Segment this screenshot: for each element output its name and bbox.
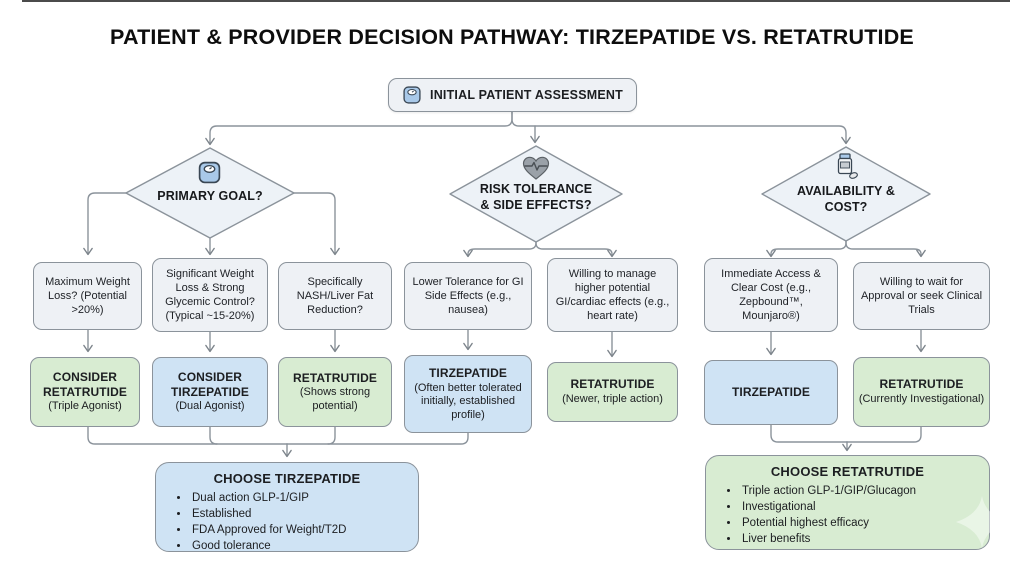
decision-diamond-risk-tolerance <box>449 145 623 243</box>
decision-diamond-availability-cost <box>761 146 931 242</box>
decision-diamond-primary-goal <box>125 147 295 239</box>
bullet-item: Good tolerance <box>190 538 408 554</box>
final-bullets: Triple action GLP-1/GIP/Glucagon Investi… <box>716 483 979 547</box>
outcome-tirzepatide-tolerance: TIRZEPATIDE (Often better tolerated init… <box>404 355 532 433</box>
outcome-note: (Triple Agonist) <box>48 400 122 413</box>
outcome-tirzepatide-access: TIRZEPATIDE <box>704 360 838 425</box>
bullet-item: Investigational <box>740 499 979 515</box>
final-title: CHOOSE RETATRUTIDE <box>770 464 925 479</box>
frame-top-edge <box>22 0 1010 2</box>
outcome-note: (Shows strong potential) <box>299 386 371 412</box>
outcome-title: RETATRUTIDE <box>570 377 655 392</box>
pill-bottle-icon <box>837 153 858 179</box>
condition-low-gi-tolerance: Lower Tolerance for GI Side Effects (e.g… <box>404 262 532 330</box>
condition-manage-effects: Willing to manage higher potential GI/ca… <box>547 258 678 332</box>
outcome-note: (Currently Investigational) <box>858 393 985 406</box>
condition-wait-trials: Willing to wait for Approval or seek Cli… <box>853 262 990 330</box>
outcome-title: CONSIDER TIRZEPATIDE <box>171 370 249 399</box>
outcome-title: TIRZEPATIDE <box>732 384 810 399</box>
outcome-consider-retatrutide: CONSIDER RETATRUTIDE (Triple Agonist) <box>30 357 140 427</box>
bullet-item: Established <box>190 506 408 522</box>
initial-assessment-node: INITIAL PATIENT ASSESSMENT <box>388 78 637 112</box>
initial-assessment-label: INITIAL PATIENT ASSESSMENT <box>430 88 623 102</box>
heart-pulse-icon <box>522 156 550 180</box>
outcome-title: TIRZEPATIDE <box>429 366 507 381</box>
outcome-note: (Newer, triple action) <box>562 393 663 406</box>
outcome-note: (Dual Agonist) <box>175 400 245 413</box>
outcome-retatrutide-newer: RETATRUTIDE (Newer, triple action) <box>547 362 678 422</box>
condition-nash-liver: Specifically NASH/Liver Fat Reduction? <box>278 262 392 330</box>
bullet-item: Potential highest efficacy <box>740 515 979 531</box>
condition-weight-glycemic: Significant Weight Loss & Strong Glycemi… <box>152 258 268 332</box>
weight-scale-icon <box>198 161 221 184</box>
outcome-note: (Often better tolerated initially, estab… <box>414 381 522 421</box>
outcome-retatrutide-nash: RETATRUTIDE (Shows strong potential) <box>278 357 392 427</box>
sparkle-watermark <box>956 496 1008 548</box>
diamond-label-risk-tolerance: RISK TOLERANCE & SIDE EFFECTS? <box>479 182 593 212</box>
bullet-item: Liver benefits <box>740 531 979 547</box>
outcome-consider-tirzepatide: CONSIDER TIRZEPATIDE (Dual Agonist) <box>152 357 268 427</box>
final-choose-retatrutide: CHOOSE RETATRUTIDE Triple action GLP-1/G… <box>705 455 990 550</box>
page-title: PATIENT & PROVIDER DECISION PATHWAY: TIR… <box>110 25 914 49</box>
diamond-label-availability-cost: AVAILABILITY & COST? <box>797 184 895 214</box>
outcome-retatrutide-investigational: RETATRUTIDE (Currently Investigational) <box>853 357 990 427</box>
bullet-item: Triple action GLP-1/GIP/Glucagon <box>740 483 979 499</box>
bullet-item: Dual action GLP-1/GIP <box>190 490 408 506</box>
diamond-label-primary-goal: PRIMARY GOAL? <box>157 189 263 203</box>
outcome-title: RETATRUTIDE <box>293 370 377 385</box>
condition-max-weight-loss: Maximum Weight Loss? (Potential >20%) <box>33 262 142 330</box>
condition-immediate-access: Immediate Access & Clear Cost (e.g., Zep… <box>704 258 838 332</box>
final-title: CHOOSE TIRZEPATIDE <box>213 471 361 486</box>
bullet-item: FDA Approved for Weight/T2D <box>190 522 408 538</box>
outcome-title: RETATRUTIDE <box>879 377 964 392</box>
weight-scale-icon <box>403 86 421 104</box>
final-choose-tirzepatide: CHOOSE TIRZEPATIDE Dual action GLP-1/GIP… <box>155 462 419 552</box>
final-bullets: Dual action GLP-1/GIP Established FDA Ap… <box>166 490 408 554</box>
outcome-title: CONSIDER RETATRUTIDE <box>43 370 127 399</box>
